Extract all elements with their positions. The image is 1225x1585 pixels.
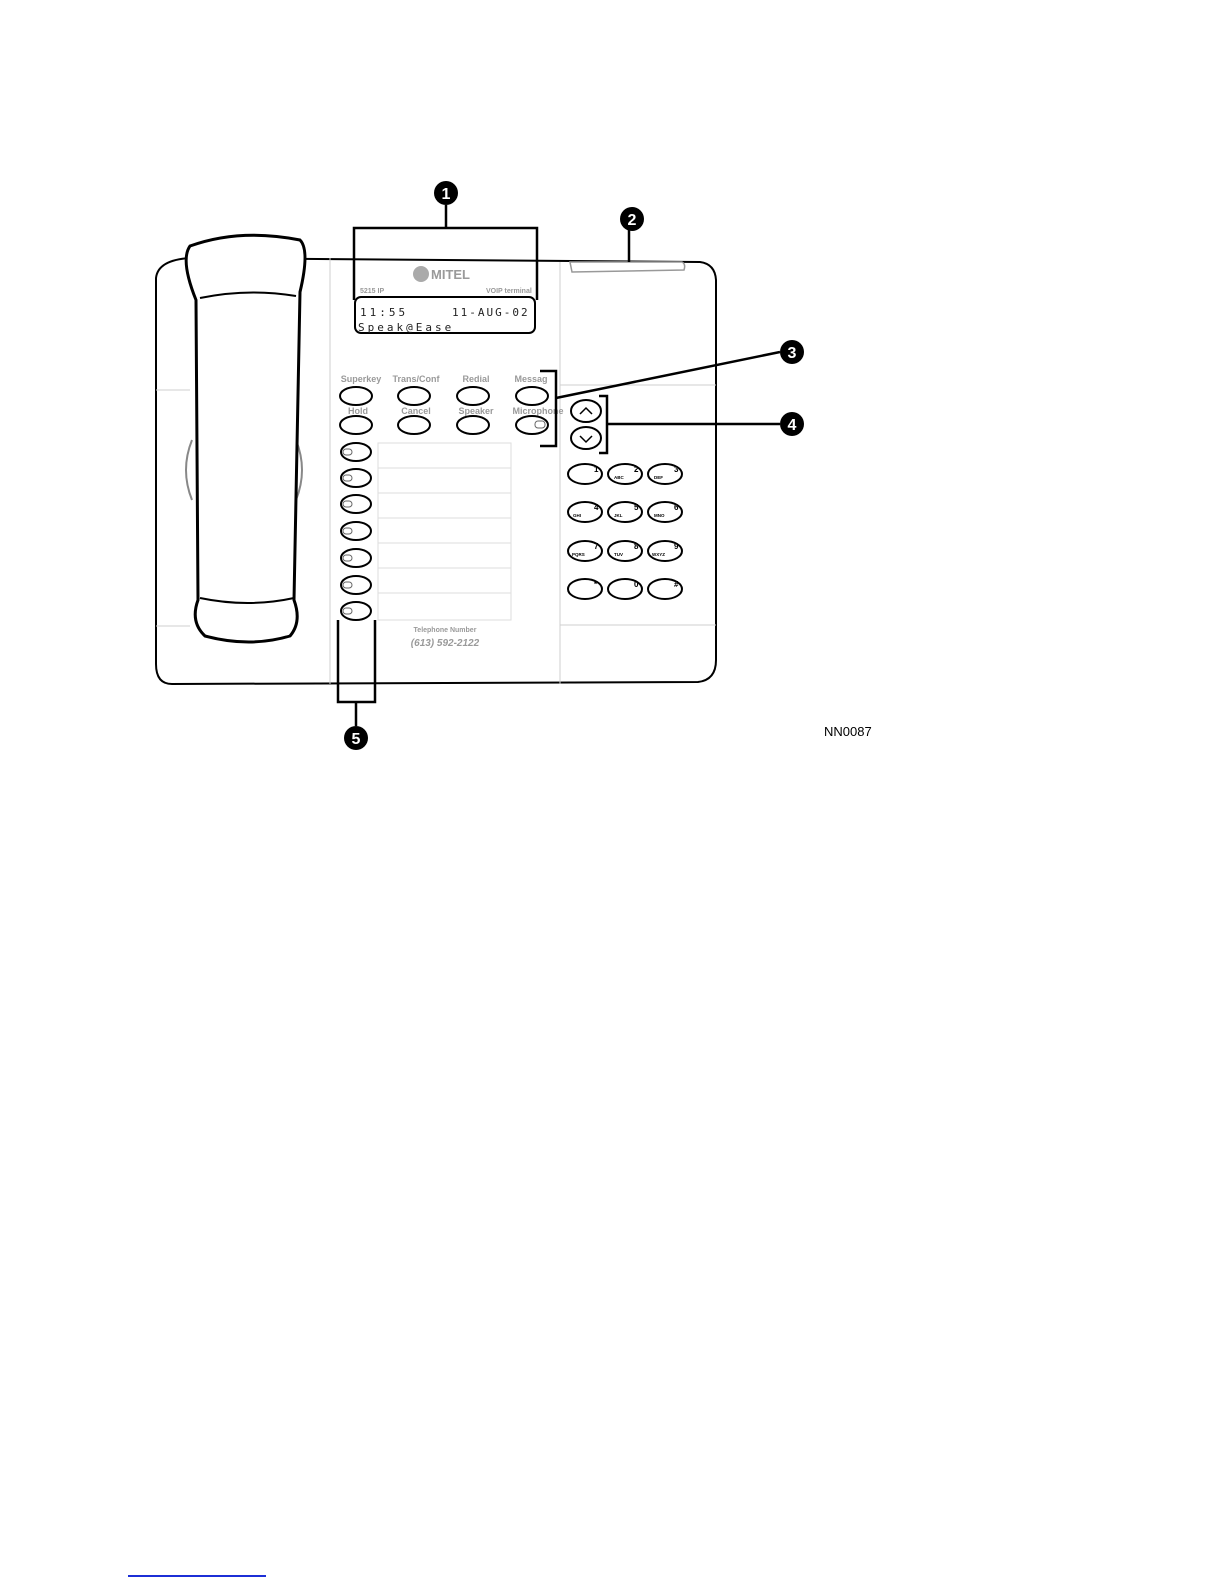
cancel-button[interactable] xyxy=(398,416,430,434)
key-6-letters: MNO xyxy=(654,513,665,518)
label-speaker: Speaker xyxy=(458,406,494,416)
mitel-logo-icon xyxy=(413,266,429,282)
volume-down-button[interactable] xyxy=(571,427,601,449)
key-2-digit: 2 xyxy=(634,465,639,474)
key-hash-digit: # xyxy=(674,580,679,589)
microphone-led-icon xyxy=(535,421,545,428)
key-1-digit: 1 xyxy=(594,465,599,474)
key-2-letters: ABC xyxy=(614,475,624,480)
key-7-letters: PQRS xyxy=(572,552,585,557)
message-button[interactable] xyxy=(516,387,548,405)
trans-conf-button[interactable] xyxy=(398,387,430,405)
label-cancel: Cancel xyxy=(401,406,431,416)
display-time: 11:55 xyxy=(360,306,408,319)
terminal-label: VOIP terminal xyxy=(486,288,532,295)
volume-up-button[interactable] xyxy=(571,400,601,422)
footnote-separator xyxy=(128,1575,266,1577)
model-label: 5215 IP xyxy=(360,288,384,295)
key-7-digit: 7 xyxy=(594,542,599,551)
hold-button[interactable] xyxy=(340,416,372,434)
callout-5-number: 5 xyxy=(352,731,361,748)
label-trans-conf: Trans/Conf xyxy=(392,374,440,384)
label-hold: Hold xyxy=(348,406,368,416)
speaker-button[interactable] xyxy=(457,416,489,434)
key-3-letters: DEF xyxy=(654,475,663,480)
label-message: Messag xyxy=(514,374,547,384)
number-card-label: Telephone Number xyxy=(414,627,477,634)
key-4-digit: 4 xyxy=(594,503,599,512)
callout-3-number: 3 xyxy=(788,345,797,362)
key-8-letters: TUV xyxy=(614,552,623,557)
key-6-digit: 6 xyxy=(674,503,679,512)
key-9-letters: WXYZ xyxy=(652,552,665,557)
key-5-letters: JKL xyxy=(614,513,623,518)
superkey-button[interactable] xyxy=(340,387,372,405)
label-superkey: Superkey xyxy=(341,374,382,384)
label-redial: Redial xyxy=(462,374,489,384)
key-5-digit: 5 xyxy=(634,503,639,512)
display-message: Speak@Ease xyxy=(358,321,454,334)
key-3-digit: 3 xyxy=(674,465,679,474)
key-4-letters: GHI xyxy=(573,513,581,518)
key-8-digit: 8 xyxy=(634,542,639,551)
number-card-number: (613) 592-2122 xyxy=(411,638,480,649)
key-0-digit: 0 xyxy=(634,580,639,589)
display-date: 11-AUG-02 xyxy=(452,306,530,319)
key-9-digit: 9 xyxy=(674,542,679,551)
brand-name: MITEL xyxy=(431,267,470,282)
redial-button[interactable] xyxy=(457,387,489,405)
callout-2-number: 2 xyxy=(628,212,637,229)
figure-id: NN0087 xyxy=(824,724,872,739)
message-lamp xyxy=(570,262,685,272)
callout-1-number: 1 xyxy=(442,186,451,203)
callout-4-number: 4 xyxy=(788,417,797,434)
